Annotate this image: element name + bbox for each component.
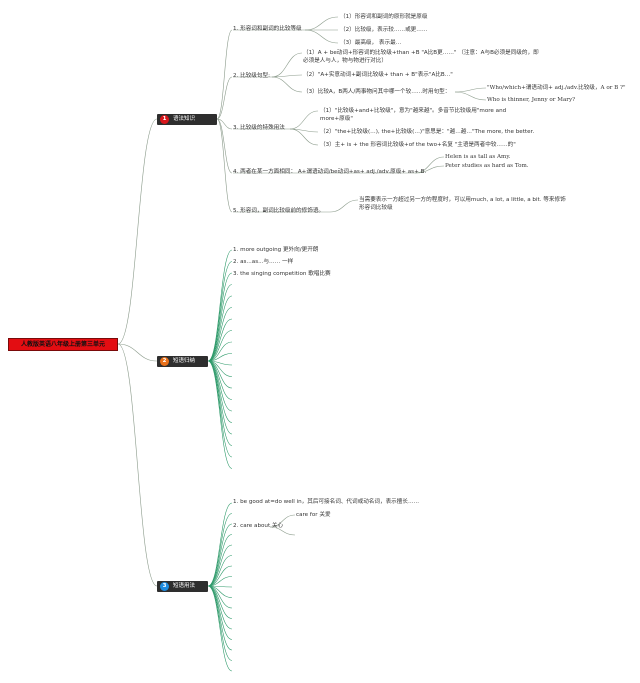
connector-b2-7 — [207, 330, 233, 362]
connector-b1-1-2 — [304, 29, 339, 44]
connector-b1-1-0 — [304, 16, 339, 31]
branch-grammar[interactable]: 1 语法知识 — [157, 114, 217, 125]
connector-b2-3 — [207, 284, 233, 362]
b1-item-2-sub-1: "Who/which+谓语动词+ adj./adv.比较级，A or B ?" — [487, 85, 626, 91]
branch-phrases-label: 短语归纳 — [173, 358, 196, 364]
b1-item-2-child-1: （1）A + be动词+形容词的比较级+than +B "A比B更……" （注意… — [303, 50, 539, 64]
connector-b1-2-sub-0 — [454, 87, 487, 93]
connector-b3-14 — [207, 585, 233, 651]
connector-b1-3-2 — [289, 128, 319, 146]
b1-item-1-child-3: （3）最高级， 表示最… — [340, 40, 402, 46]
branch-usage[interactable]: 3 短语用法 — [157, 581, 208, 592]
root-node[interactable]: 人教版英语八年级上册第三单元 — [8, 338, 118, 351]
connector-b1-0 — [216, 29, 233, 120]
b3-item-1[interactable]: 1. be good at=do well in，其后可接名词、代词或动名词，表… — [233, 499, 420, 505]
b1-item-3-child-1: （1）"比较级+and+比较级"，意为"越来越"。多音节比较级用"more an… — [320, 108, 507, 122]
connector-b1-2 — [216, 118, 233, 130]
connector-b2-13 — [207, 360, 233, 400]
b1-item-4-child-2: Peter studies as hard as Tom. — [445, 163, 529, 169]
connector-b2-6 — [207, 318, 233, 362]
connector-b1-3-0 — [289, 110, 319, 130]
connector-b1-2-2 — [271, 76, 303, 93]
b1-item-5[interactable]: 5. 形容词，副词比较级前的修饰语。 — [233, 208, 325, 214]
connector-root-b2 — [117, 343, 158, 362]
badge-1-icon: 1 — [160, 115, 169, 124]
connector-b1-4 — [216, 118, 233, 213]
connector-b2-8 — [207, 341, 233, 362]
connector-b2-1 — [207, 261, 233, 362]
badge-3-icon: 3 — [160, 582, 169, 591]
connector-b1-3 — [216, 118, 233, 174]
connector-b2-19 — [207, 360, 233, 469]
branch-phrases[interactable]: 2 短语归纳 — [157, 356, 208, 367]
b3-item-2[interactable]: 2. care about 关心 — [233, 523, 284, 529]
connector-b1-2-sub-1 — [454, 91, 487, 101]
badge-2-icon: 2 — [160, 357, 169, 366]
b1-item-4-child-1: Helen is as tall as Amy. — [445, 154, 511, 160]
b1-item-3[interactable]: 3. 比较级的特殊用法 — [233, 125, 285, 131]
connector-b2-16 — [207, 360, 233, 435]
connector-b3-6 — [207, 565, 233, 587]
connector-b3-5 — [207, 555, 233, 587]
b2-item-3[interactable]: 3. the singing competition 歌唱比赛 — [233, 271, 331, 277]
b1-item-2[interactable]: 2. 比较级句型: — [233, 73, 270, 79]
connector-b3-0 — [207, 502, 233, 587]
connector-b2-9 — [207, 353, 233, 362]
connector-b3-2-sub-0 — [269, 514, 296, 528]
b2-item-2[interactable]: 2. as...as...与…… 一样 — [233, 259, 294, 265]
connector-b2-17 — [207, 360, 233, 446]
connector-b2-2 — [207, 272, 233, 362]
b1-item-5-child-1: 当需要表示一方超过另一方的程度时，可以用much, a lot, a littl… — [359, 197, 566, 211]
connector-b3-16 — [207, 585, 233, 672]
connector-b3-4 — [207, 544, 233, 587]
connector-root-b3 — [117, 343, 158, 587]
b1-item-2-child-2: （2）"A+实意动词+副词比较级+ than + B"表示"A比B…" — [303, 72, 453, 78]
b1-item-3-child-2: （2）"the+比较级(…), the+比较级(…)"意思是："越…越…"The… — [320, 129, 535, 135]
b2-item-1[interactable]: 1. more outgoing 更外向/更开朗 — [233, 247, 319, 253]
connector-b1-1 — [216, 76, 233, 120]
connector-b1-2-1 — [271, 74, 303, 78]
connector-b1-2-0 — [271, 52, 303, 78]
connector-b3-2-sub-1 — [269, 526, 296, 536]
b1-item-2-sub-2: Who is thinner, Jenny or Mary? — [487, 97, 576, 103]
b1-item-1-child-1: （1）形容词和副词的原形就是原级 — [340, 14, 428, 20]
connector-b3-1 — [207, 513, 233, 587]
b1-item-3-child-3: （3）主+ is + the 形容词比较级+of the two+名复 "主语是… — [320, 142, 516, 148]
connector-b1-5-0 — [329, 199, 359, 213]
b1-item-4[interactable]: 4. 两者在某一方面相同： A+谓语动词/be动词+as+ adj./adv.原… — [233, 169, 427, 175]
connector-b1-4-1 — [414, 165, 445, 174]
connector-b2-5 — [207, 307, 233, 362]
connector-b3-3 — [207, 534, 233, 587]
connector-b3-13 — [207, 585, 233, 640]
branch-usage-label: 短语用法 — [173, 583, 196, 589]
b1-item-1[interactable]: 1. 形容词和副词的比较等级 — [233, 26, 302, 32]
connector-root-b1 — [117, 118, 158, 345]
b3-item-2-sub-1: care for 关爱 — [296, 512, 331, 518]
branch-grammar-label: 语法知识 — [173, 116, 196, 122]
b1-item-1-child-2: （2）比较级，表示较……或更…… — [340, 27, 428, 33]
connector-b2-0 — [207, 249, 233, 362]
b1-item-2-child-3: （3）比较A，B两人/两事物问其中哪一个较……时用句型： — [303, 89, 451, 95]
